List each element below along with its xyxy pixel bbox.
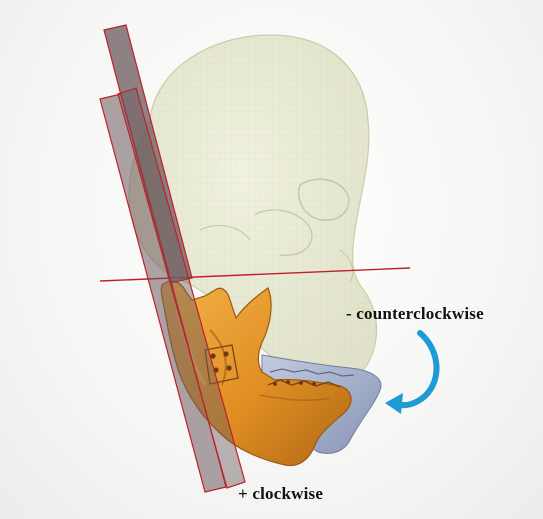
- clockwise-label: + clockwise: [238, 484, 323, 504]
- counterclockwise-label: - counterclockwise: [346, 304, 484, 324]
- curved-arrow-icon: [385, 333, 436, 414]
